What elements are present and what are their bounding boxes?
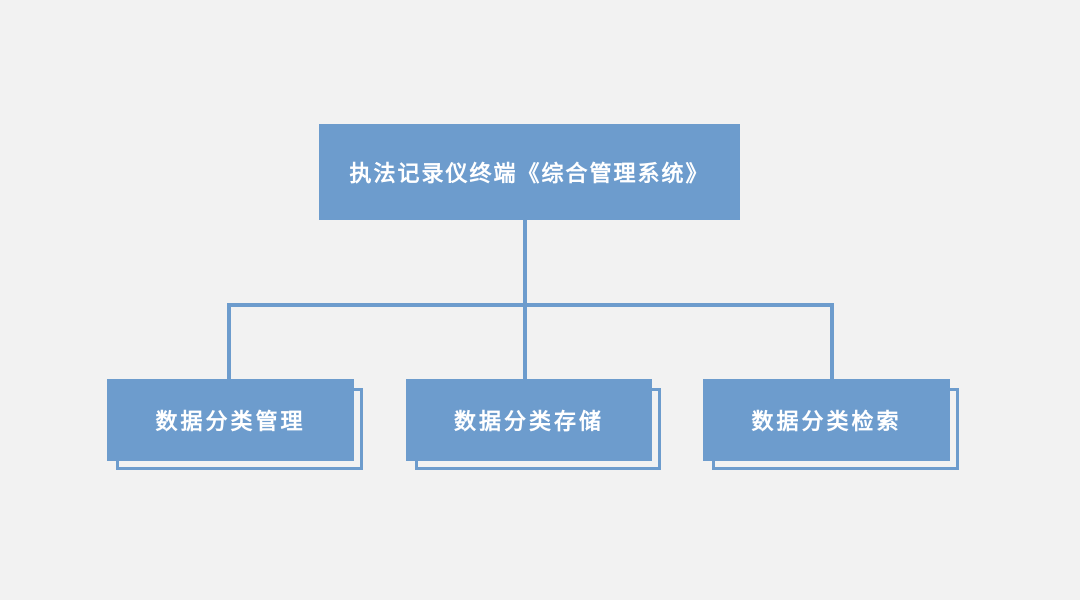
diagram-node-root: 执法记录仪终端《综合管理系统》 <box>319 124 740 220</box>
child-node-label: 数据分类管理 <box>155 409 306 434</box>
connector-horizontal-bus <box>227 303 834 307</box>
connector-root-to-center <box>523 220 527 379</box>
child-node-label: 数据分类存储 <box>453 409 604 434</box>
root-node-label: 执法记录仪终端《综合管理系统》 <box>349 161 710 186</box>
diagram-node-data-management: 数据分类管理 <box>107 379 354 461</box>
diagram-node-data-storage: 数据分类存储 <box>406 379 652 461</box>
diagram-node-data-retrieval: 数据分类检索 <box>703 379 950 461</box>
child-node-label: 数据分类检索 <box>751 409 902 434</box>
connector-drop-right <box>830 305 834 379</box>
connector-drop-left <box>227 305 231 379</box>
